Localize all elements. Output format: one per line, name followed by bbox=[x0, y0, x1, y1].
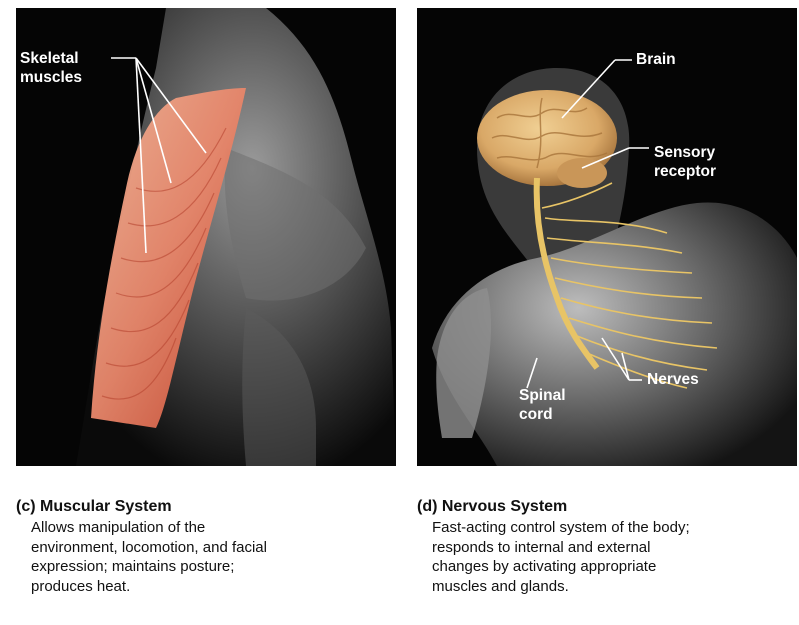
skeletal-muscles-leader-lines bbox=[111, 57, 207, 254]
arm-silhouette bbox=[436, 288, 492, 438]
muscular-system-figure: Skeletal muscles bbox=[16, 8, 396, 466]
nervous-illustration bbox=[432, 59, 797, 466]
cerebellum-shape bbox=[557, 158, 607, 188]
nervous-leader-lines bbox=[526, 59, 649, 389]
nervous-system-caption: (d) Nervous System Fast-acting control s… bbox=[417, 496, 797, 596]
chest-shading bbox=[224, 148, 366, 301]
label-spinal-cord: Spinal cord bbox=[519, 387, 566, 423]
nervous-system-description: Fast-acting control system of the body; … bbox=[432, 519, 690, 595]
muscular-illustration bbox=[76, 8, 396, 466]
muscular-system-description: Allows manipulation of the environment, … bbox=[31, 519, 267, 595]
muscular-system-title: (c) Muscular System bbox=[16, 498, 172, 515]
label-sensory-receptor: Sensory receptor bbox=[654, 144, 717, 180]
nerve-branches bbox=[541, 182, 718, 389]
brain-folds bbox=[491, 97, 608, 169]
muscular-system-caption: (c) Muscular System Allows manipulation … bbox=[16, 496, 396, 596]
abdomen-shading bbox=[242, 308, 316, 466]
spinal-cord bbox=[533, 177, 600, 370]
back-silhouette bbox=[432, 202, 797, 466]
nervous-system-title: (d) Nervous System bbox=[417, 498, 568, 515]
muscle-fibers bbox=[101, 127, 227, 400]
label-nerves: Nerves bbox=[647, 371, 699, 388]
nervous-system-figure: Brain Sensory receptor Nerves Spinal cor… bbox=[417, 8, 797, 466]
label-skeletal-muscles: Skeletal muscles bbox=[20, 50, 83, 86]
label-brain: Brain bbox=[636, 51, 676, 68]
muscle-overlay bbox=[91, 88, 246, 428]
